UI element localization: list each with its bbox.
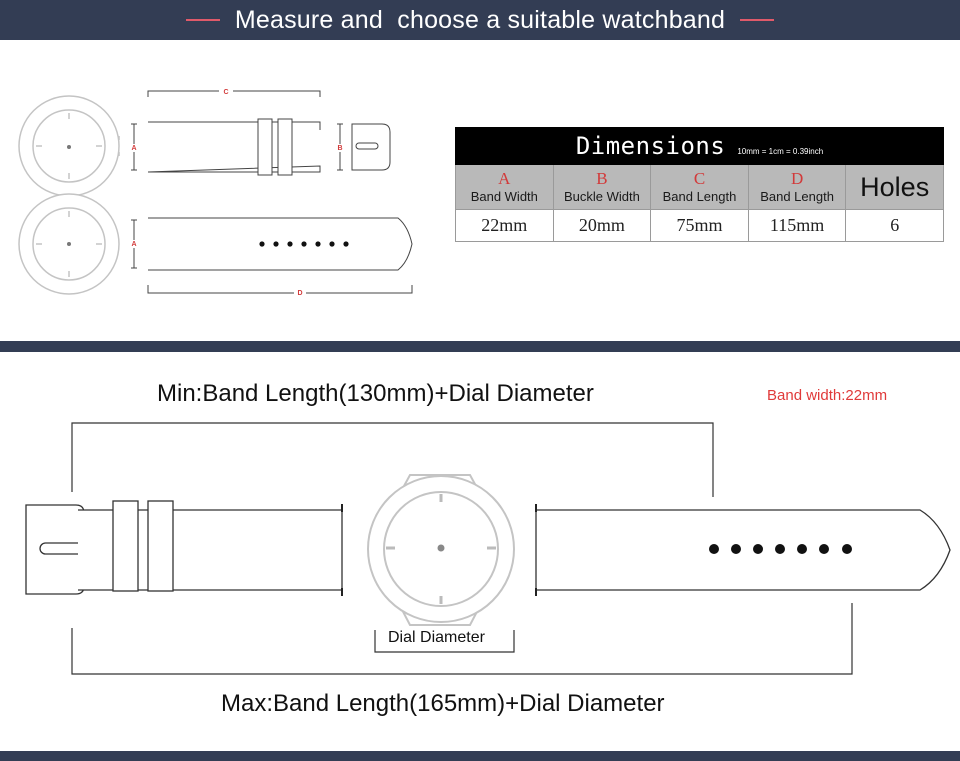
column-label-band-length-c: Band Length <box>662 188 737 204</box>
large-short-strap <box>78 509 343 591</box>
short-strap <box>147 121 321 173</box>
large-buckle-pin <box>39 542 89 555</box>
buckle-pin <box>355 142 379 150</box>
label-d: D <box>297 290 302 297</box>
strap-holes-bottom <box>709 544 852 554</box>
label-a-bottom: A <box>131 241 136 248</box>
column-label-band-length-d: Band Length <box>760 188 834 204</box>
value-band-width: 22mm <box>455 209 554 242</box>
label-a-top: A <box>131 145 136 152</box>
dimension-c-bracket <box>147 90 321 97</box>
dimensions-title-cell: Dimensions 10mm = 1cm = 0.39inch <box>455 127 944 165</box>
dimensions-title: Dimensions <box>575 132 726 160</box>
column-letter-a: A <box>498 168 511 188</box>
dial-diameter-label: Dial Diameter <box>388 629 485 646</box>
left-accent-line <box>185 19 220 21</box>
column-label-holes: Holes <box>860 171 930 202</box>
column-header-a: A Band Width <box>455 164 554 210</box>
value-holes: 6 <box>845 209 944 242</box>
column-header-c: C Band Length <box>650 164 749 210</box>
column-header-d: D Band Length <box>747 164 847 210</box>
value-band-length-c: 75mm <box>650 209 749 242</box>
band-width-note: Band width:22mm <box>767 387 888 404</box>
watch-icon-center <box>367 474 515 626</box>
strap-holes-top <box>259 241 349 247</box>
min-length-bracket <box>71 422 714 497</box>
min-length-label: Min:Band Length(130mm)+Dial Diameter <box>157 380 594 407</box>
right-accent-line <box>740 19 775 21</box>
top-diagram: C A B A D <box>18 88 413 297</box>
section-divider <box>0 341 960 352</box>
column-letter-c: C <box>693 168 706 188</box>
max-length-label: Max:Band Length(165mm)+Dial Diameter <box>221 690 665 717</box>
large-buckle <box>25 504 85 595</box>
label-c: C <box>223 89 228 96</box>
strap-keeper-1 <box>257 118 273 176</box>
page-title: Measure and choose a suitable watchband <box>234 5 726 34</box>
large-long-strap <box>535 509 951 591</box>
value-buckle-width: 20mm <box>552 209 652 242</box>
column-label-buckle-width: Buckle Width <box>563 188 640 204</box>
column-letter-b: B <box>596 168 608 188</box>
watch-icon-top <box>18 95 120 197</box>
column-header-b: B Buckle Width <box>552 164 652 210</box>
strap-keeper-2 <box>277 118 293 176</box>
conversion-note: 10mm = 1cm = 0.39inch <box>737 147 824 156</box>
bottom-divider <box>0 751 960 761</box>
long-strap <box>148 217 413 271</box>
column-label-band-width: Band Width <box>470 188 538 204</box>
header-bar: Measure and choose a suitable watchband <box>0 0 960 40</box>
column-header-holes: Holes <box>845 164 944 210</box>
value-band-length-d: 115mm <box>747 209 847 242</box>
large-strap-keeper-2 <box>147 500 174 592</box>
large-strap-keeper-1 <box>112 500 139 592</box>
watch-icon-bottom <box>18 193 120 295</box>
dimensions-table: Dimensions 10mm = 1cm = 0.39inch A Band W… <box>455 127 944 242</box>
label-b: B <box>337 145 342 152</box>
dimension-d-bracket <box>147 285 413 294</box>
column-letter-d: D <box>790 168 804 188</box>
